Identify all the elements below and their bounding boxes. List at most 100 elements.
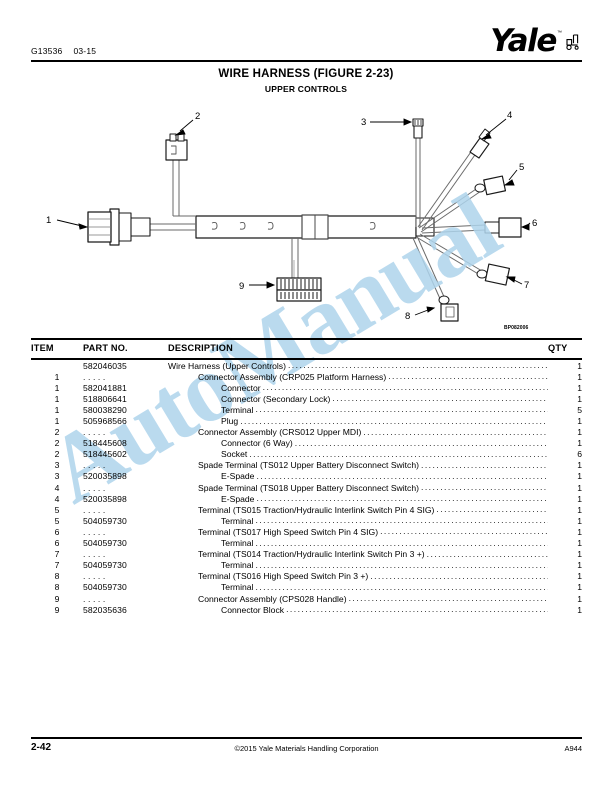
table-header-row: ITEM PART NO. DESCRIPTION QTY — [31, 340, 582, 357]
cell-item: 8 — [54, 571, 60, 582]
dot-leader: ........................................… — [287, 361, 548, 370]
description-text: E-Spade — [221, 493, 255, 504]
dot-leader: ........................................… — [380, 527, 548, 537]
dot-leader: ........................................… — [421, 483, 548, 492]
cell-description: E-Spade.................................… — [168, 493, 548, 504]
cell-qty: 1 — [577, 582, 582, 593]
cell-description: E-Spade.................................… — [168, 471, 548, 482]
dot-leader: ........................................… — [286, 605, 548, 614]
description-text: Connector Block — [221, 604, 285, 615]
cell-qty: 1 — [577, 482, 582, 493]
column-header-part-no: PART NO. — [83, 343, 128, 353]
cell-qty: 5 — [577, 404, 582, 415]
cell-item: 2 — [54, 449, 60, 460]
cell-part-number: 504059730 — [83, 538, 127, 549]
dot-leader: ........................................… — [436, 505, 548, 514]
cell-item: 2 — [54, 438, 60, 449]
cell-part-number: 518445602 — [83, 449, 127, 460]
trademark-symbol: ™ — [557, 30, 562, 36]
cell-item: 9 — [54, 593, 60, 604]
cell-item: 5 — [54, 504, 60, 515]
cell-description: Connector (Secondary Lock)..............… — [168, 393, 548, 404]
table-row: 7. . . . .Terminal (TS014 Traction/Hydra… — [31, 549, 582, 560]
cell-part-number: . . . . . — [83, 571, 106, 582]
cell-part-number: 505968566 — [83, 416, 127, 427]
drawing-reference-code: BP082006 — [504, 325, 529, 331]
footer-divider — [31, 737, 582, 739]
cell-description: Spade Terminal (TS018 Upper Battery Disc… — [168, 482, 548, 493]
dot-leader: ........................................… — [426, 549, 548, 559]
column-header-description: DESCRIPTION — [168, 343, 233, 353]
table-row: 2. . . . .Connector Assembly (CRS012 Upp… — [31, 427, 582, 438]
description-text: Terminal — [221, 560, 254, 571]
cell-qty: 1 — [577, 371, 582, 382]
cell-item: 6 — [54, 538, 60, 549]
cell-qty: 1 — [577, 493, 582, 504]
cell-qty: 1 — [577, 560, 582, 571]
cell-description: Connector (6 Way).......................… — [168, 438, 548, 449]
cell-qty: 1 — [577, 471, 582, 482]
description-text: Connector Assembly (CPS028 Handle) — [198, 593, 347, 604]
cell-qty: 1 — [577, 604, 582, 615]
cell-description: Spade Terminal (TS012 Upper Battery Disc… — [168, 460, 548, 471]
callout-8: 8 — [405, 311, 410, 322]
dot-leader: ........................................… — [348, 594, 548, 603]
description-text: Connector Assembly (CRP025 Platform Harn… — [198, 371, 387, 382]
cell-qty: 1 — [577, 382, 582, 393]
wire-harness-diagram: 1 2 3 4 5 6 7 8 9 — [30, 108, 582, 336]
description-text: Terminal — [221, 582, 254, 593]
dot-leader: ........................................… — [255, 405, 548, 415]
cell-part-number: . . . . . — [83, 593, 106, 604]
column-header-qty: QTY — [548, 343, 568, 353]
cell-description: Connector Assembly (CRS012 Upper MDI)...… — [168, 427, 548, 438]
header-divider — [31, 60, 582, 62]
figure-title: WIRE HARNESS (FIGURE 2-23) — [218, 68, 394, 80]
title-block: WIRE HARNESS (FIGURE 2-23) UPPER CONTROL… — [0, 68, 612, 94]
copyright-notice: ©2015 Yale Materials Handling Corporatio… — [234, 744, 379, 753]
dot-leader: ........................................… — [262, 383, 548, 392]
description-text: Terminal (TS016 High Speed Switch Pin 3 … — [198, 571, 369, 582]
cell-qty: 6 — [577, 449, 582, 460]
callout-5: 5 — [519, 162, 524, 173]
table-row: 5. . . . .Terminal (TS015 Traction/Hydra… — [31, 504, 582, 515]
cell-description: Terminal................................… — [168, 560, 548, 571]
cell-part-number: 518445608 — [83, 438, 127, 449]
cell-description: Connector...............................… — [168, 382, 548, 393]
page-number: 2-42 — [31, 742, 52, 753]
cell-part-number: 520035898 — [83, 471, 127, 482]
table-row: 9 . . . . . Connector Assembly (CPS028 Han… — [31, 593, 582, 604]
harness-drawing: 1 2 3 4 5 6 7 8 9 — [46, 110, 537, 322]
description-text: Connector (6 Way) — [221, 438, 293, 449]
cell-part-number: . . . . . — [83, 427, 106, 438]
cell-part-number: 504059730 — [83, 515, 127, 526]
cell-qty: 1 — [577, 526, 582, 537]
table-row: 1. . . . .Connector Assembly (CRP025 Pla… — [31, 371, 582, 382]
figure-subtitle: UPPER CONTROLS — [264, 84, 348, 94]
dot-leader: ........................................… — [255, 538, 548, 548]
table-row: 2 518445608 Connector (6 Way).............… — [31, 438, 582, 449]
cell-qty: 1 — [577, 571, 582, 582]
callout-6: 6 — [532, 218, 537, 229]
forklift-icon — [564, 34, 582, 56]
table-row: 4. . . . .Spade Terminal (TS018 Upper Ba… — [31, 482, 582, 493]
table-row: 3. . . . .Spade Terminal (TS012 Upper Ba… — [31, 460, 582, 471]
description-text: Terminal — [221, 404, 254, 415]
description-text: Connector Assembly (CRS012 Upper MDI) — [198, 427, 362, 438]
cell-description: Terminal (TS015 Traction/Hydraulic Inter… — [168, 504, 548, 515]
description-text: Terminal — [221, 538, 254, 549]
table-top-rule — [31, 338, 582, 340]
description-text: E-Spade — [221, 471, 255, 482]
description-text: Wire Harness (Upper Controls) — [168, 360, 286, 371]
description-text: Socket — [221, 449, 248, 460]
cell-item: 7 — [54, 560, 60, 571]
callout-4: 4 — [507, 110, 512, 121]
cell-part-number: . . . . . — [83, 482, 106, 493]
